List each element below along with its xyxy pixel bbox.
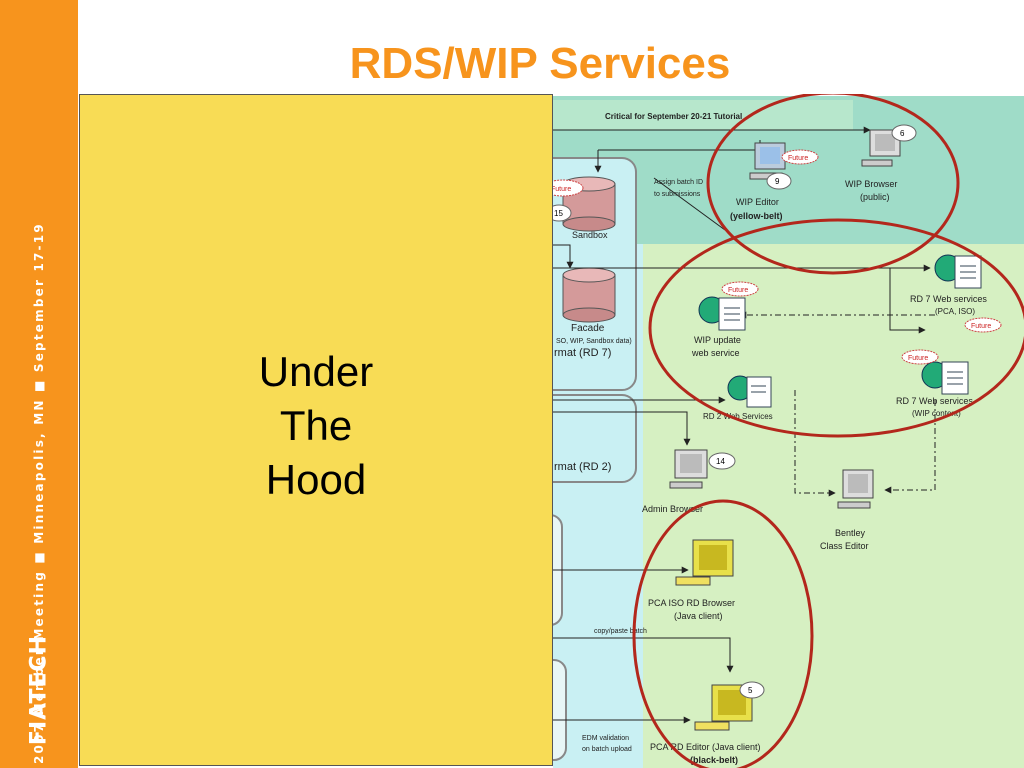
svg-text:Future: Future: [551, 186, 571, 193]
svg-text:9: 9: [775, 177, 780, 186]
panel-line-3: Hood: [265, 456, 367, 503]
pca-editor-label: PCA RD Editor (Java client): [650, 742, 761, 752]
highlight-ellipse-wip: [706, 94, 960, 275]
bentley-computer-icon: [837, 469, 874, 509]
pca-browser-label: PCA ISO RD Browser: [648, 598, 735, 608]
top-banner-highlight: [553, 100, 853, 130]
wip-editor-label: WIP Editor: [736, 197, 779, 207]
globe-document-icon: [934, 254, 982, 289]
architecture-diagram: Critical for September 20-21 Tutorial Sa…: [529, 94, 1024, 768]
svg-text:15: 15: [554, 209, 563, 218]
panel-line-1: Under: [258, 348, 374, 395]
rd7-ws2-sublabel: (WIP content): [912, 409, 961, 418]
wip-browser-computer-icon: [861, 129, 901, 167]
edm-note-line2: on batch upload: [582, 746, 632, 753]
admin-number-badge: 14: [708, 452, 736, 470]
under-the-hood-panel: Under The Hood: [79, 94, 553, 766]
format-rd7-label: rmat (RD 7): [554, 347, 611, 359]
facade-label: Facade: [571, 323, 605, 334]
highlight-ellipse-pca: [632, 499, 814, 768]
wip-update-sublabel: web service: [691, 348, 740, 358]
under-the-hood-text: Under The Hood: [80, 345, 552, 507]
globe-document-icon: [727, 375, 772, 408]
future-badge: Future: [964, 317, 1002, 333]
fiatech-logo: FIATECH: [26, 634, 52, 746]
svg-text:Future: Future: [728, 287, 748, 294]
svg-text:14: 14: [716, 457, 725, 466]
sandbox-label: Sandbox: [572, 230, 608, 240]
wip-editor-number-badge: 9: [766, 172, 792, 190]
globe-document-icon: [698, 296, 746, 331]
svg-text:5: 5: [748, 686, 753, 695]
pca-browser-computer-icon: [675, 539, 734, 586]
admin-browser-label: Admin Browser: [642, 504, 703, 514]
facade-database-icon: [562, 267, 616, 323]
copy-paste-label: copy/paste batch: [594, 628, 647, 635]
wip-update-label: WIP update: [694, 335, 741, 345]
globe-document-icon: [921, 361, 969, 395]
admin-computer-icon: [669, 449, 708, 489]
assign-note-line1: Assign batch ID: [654, 179, 703, 186]
facade-sublabel: SO, WIP, Sandbox data): [556, 338, 632, 345]
wip-editor-belt-label: (yellow-belt): [730, 211, 783, 221]
highlight-ellipse-web-services: [648, 218, 1024, 438]
slide-title: RDS/WIP Services: [349, 39, 731, 88]
pca-browser-sublabel: (Java client): [674, 611, 723, 621]
pca-editor-number-badge: 5: [739, 681, 765, 699]
sidebar: 2007 Member Meeting ■ Minneapolis, MN ■ …: [0, 0, 78, 768]
panel-line-2: The: [279, 402, 353, 449]
banner-text: Critical for September 20-21 Tutorial: [605, 112, 742, 121]
svg-text:Future: Future: [908, 355, 928, 362]
svg-text:Future: Future: [788, 155, 808, 162]
edm-note-line1: EDM validation: [582, 735, 629, 742]
wip-browser-label: WIP Browser: [845, 179, 897, 189]
svg-text:Future: Future: [971, 323, 991, 330]
future-badge: Future: [901, 349, 939, 365]
future-badge: Future: [781, 149, 819, 165]
pca-editor-belt-label: (black-belt): [690, 755, 738, 765]
future-badge: Future: [721, 281, 759, 297]
rd7-ws1-label: RD 7 Web services: [910, 294, 987, 304]
rd2-ws-label: RD 2 Web Services: [703, 412, 773, 421]
wip-browser-public-label: (public): [860, 192, 890, 202]
rd7-ws1-sublabel: (PCA, ISO): [935, 307, 975, 316]
wip-browser-number-badge: 6: [891, 124, 917, 142]
highlight-ellipses: [632, 94, 1024, 768]
assign-note-line2: to submissions: [654, 191, 701, 198]
dashed-lines: [739, 311, 936, 497]
svg-text:6: 6: [900, 129, 905, 138]
bentley-sublabel: Class Editor: [820, 541, 869, 551]
rd7-ws2-label: RD 7 Web services: [896, 396, 973, 406]
bentley-label: Bentley: [835, 528, 866, 538]
format-rd2-label: rmat (RD 2): [554, 461, 611, 473]
